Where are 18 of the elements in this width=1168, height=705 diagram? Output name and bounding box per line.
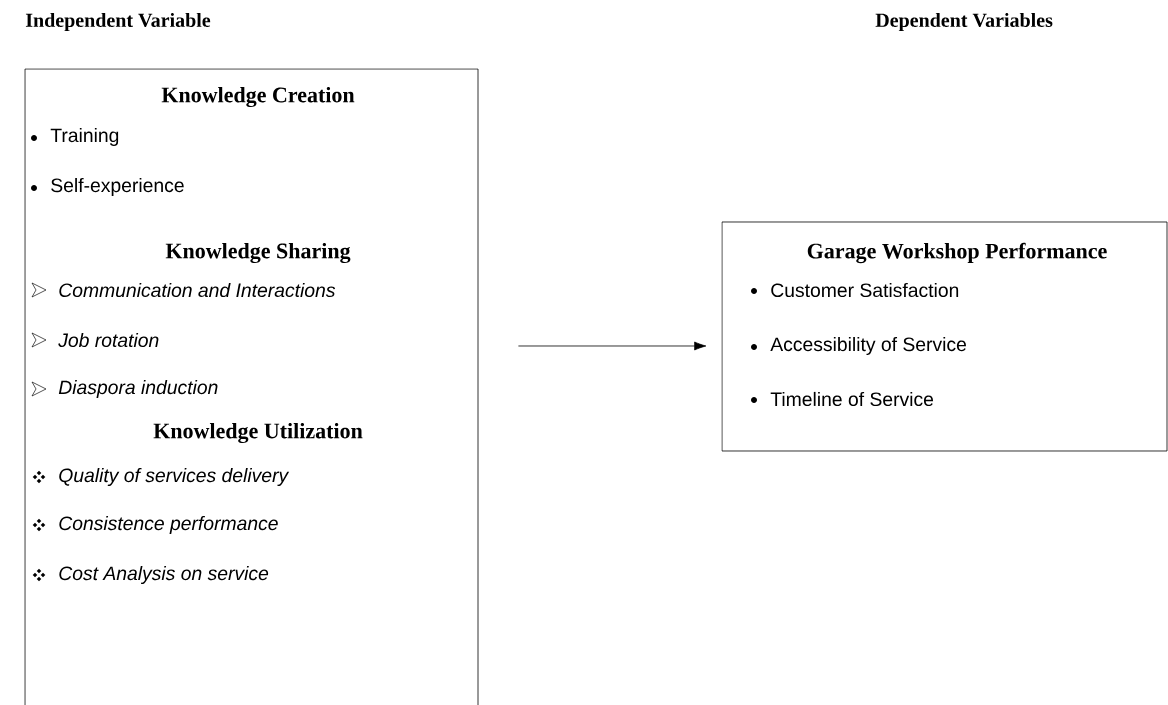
list-item: Accessibility of Service	[770, 337, 966, 355]
list-item: Job rotation	[58, 332, 159, 348]
section-heading: Knowledge Utilization	[153, 422, 363, 444]
list-item: Timeline of Service	[770, 391, 934, 407]
column-heading: Independent Variable	[25, 12, 211, 32]
list-item: Self-experience	[51, 178, 184, 196]
arrow	[518, 341, 707, 351]
list-item: Customer Satisfaction	[771, 282, 959, 298]
list-item: Consistence performance	[59, 516, 278, 534]
list-item: Training	[50, 128, 119, 146]
list-item: Diaspora induction	[58, 380, 218, 398]
list-item: Quality of services delivery	[59, 468, 290, 486]
section-heading: Knowledge Sharing	[165, 242, 351, 264]
column-heading: Dependent Variables	[875, 12, 1053, 32]
section-heading: Garage Workshop Performance	[807, 242, 1107, 264]
list-item: Cost Analysis on service	[59, 566, 269, 584]
section-heading: Knowledge Creation	[161, 86, 355, 108]
list-item: Communication and Interactions	[59, 282, 336, 298]
